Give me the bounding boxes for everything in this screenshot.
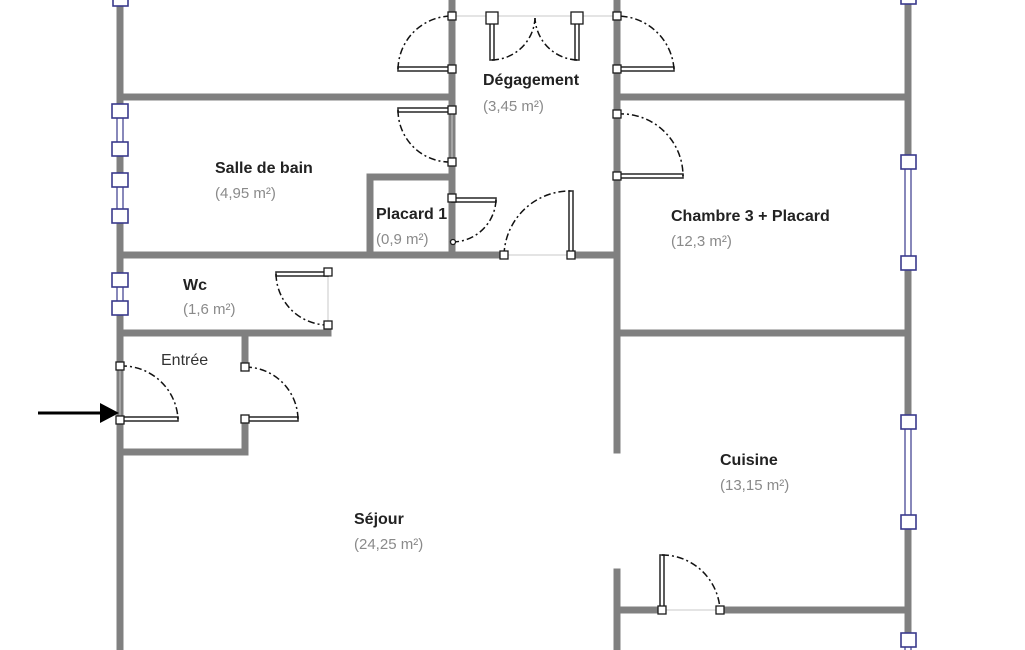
opening-lines	[119, 15, 720, 611]
room-name-salle-de-bain: Salle de bain	[215, 160, 313, 177]
door-bathroom	[397, 105, 457, 167]
window-right-cuisine	[900, 414, 917, 530]
room-name-degagement: Dégagement	[483, 72, 580, 89]
window-right-bottom	[900, 632, 917, 650]
door-top-left	[397, 11, 457, 74]
room-name-chambre-3: Chambre 3 + Placard	[671, 208, 830, 225]
room-area-sejour: (24,25 m²)	[354, 536, 423, 553]
door-wc	[275, 267, 333, 330]
room-name-cuisine: Cuisine	[720, 452, 778, 469]
window-right-top	[900, 0, 917, 5]
room-labels: Dégagement (3,45 m²) Salle de bain (4,95…	[161, 72, 830, 553]
room-area-salle-de-bain: (4,95 m²)	[215, 185, 276, 202]
door-top-right	[612, 11, 675, 74]
entry-arrow	[38, 403, 119, 423]
room-area-cuisine: (13,15 m²)	[720, 477, 789, 494]
room-name-sejour: Séjour	[354, 511, 404, 528]
door-entree-inner	[240, 362, 299, 424]
door-kitchen	[657, 554, 725, 615]
window-left-wc	[111, 272, 129, 316]
window-left-bathroom-1	[111, 103, 129, 157]
window-left-bathroom-2	[111, 172, 129, 224]
room-name-placard-1: Placard 1	[376, 206, 447, 223]
room-area-chambre-3: (12,3 m²)	[671, 233, 732, 250]
door-entry	[115, 361, 179, 425]
door-degagement-bottom	[499, 190, 576, 260]
room-area-placard-1: (0,9 m²)	[376, 231, 429, 248]
door-placard	[447, 193, 497, 246]
room-area-degagement: (3,45 m²)	[483, 98, 544, 115]
doors	[115, 11, 725, 615]
window-left-top	[112, 0, 129, 7]
room-area-wc: (1,6 m²)	[183, 301, 236, 318]
window-right-chambre	[900, 154, 917, 271]
door-chambre	[612, 109, 684, 181]
room-name-entree: Entrée	[161, 352, 208, 369]
walls	[116, 0, 912, 650]
windows	[111, 0, 917, 650]
door-double-top	[485, 11, 584, 61]
room-name-wc: Wc	[183, 277, 207, 294]
